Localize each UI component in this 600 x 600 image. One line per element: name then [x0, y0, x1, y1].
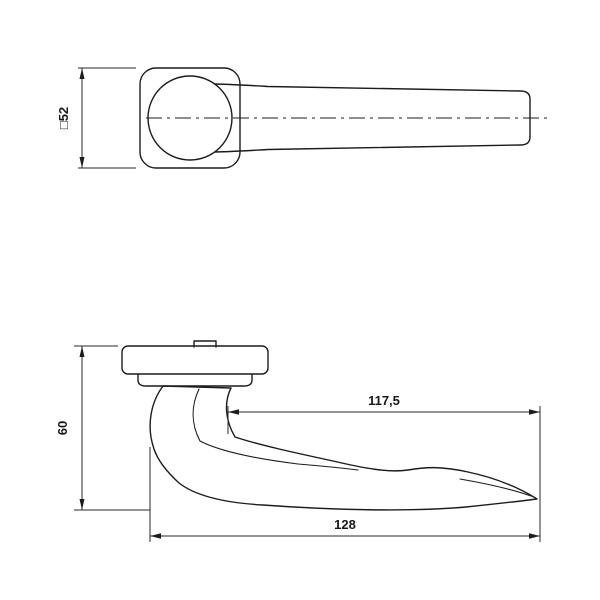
rosette-side-outline	[121, 345, 269, 375]
dim-128-label: 128	[334, 517, 356, 532]
dim-52-arrow-bottom	[79, 157, 85, 168]
tip-inner-contour	[459, 478, 532, 497]
dimension-60: 60	[55, 345, 150, 511]
dim-128-arrow-right	[529, 533, 540, 539]
dim-117-arrow-right	[529, 409, 540, 415]
spindle-tab-outline	[193, 340, 217, 348]
dim-52-label: □52	[56, 107, 71, 129]
neck-inner-contour	[192, 388, 359, 471]
dim-117-label: 117,5	[368, 393, 400, 408]
side-view: 60 117,5 128	[55, 340, 541, 542]
dimension-117-5: 117,5	[227, 393, 541, 542]
dim-117-arrow-left	[228, 409, 239, 415]
dim-52-arrow-top	[79, 68, 85, 79]
dim-60-label: 60	[55, 421, 70, 435]
dim-60-arrow-bottom	[79, 499, 85, 510]
lever-profile-outline	[149, 385, 538, 511]
collar-plate-outline	[137, 373, 253, 387]
dim-60-arrow-top	[79, 346, 85, 357]
dimension-128: 128	[149, 447, 540, 542]
top-view: □52	[56, 67, 548, 169]
dimension-52: □52	[56, 67, 136, 169]
dim-128-arrow-left	[150, 533, 161, 539]
